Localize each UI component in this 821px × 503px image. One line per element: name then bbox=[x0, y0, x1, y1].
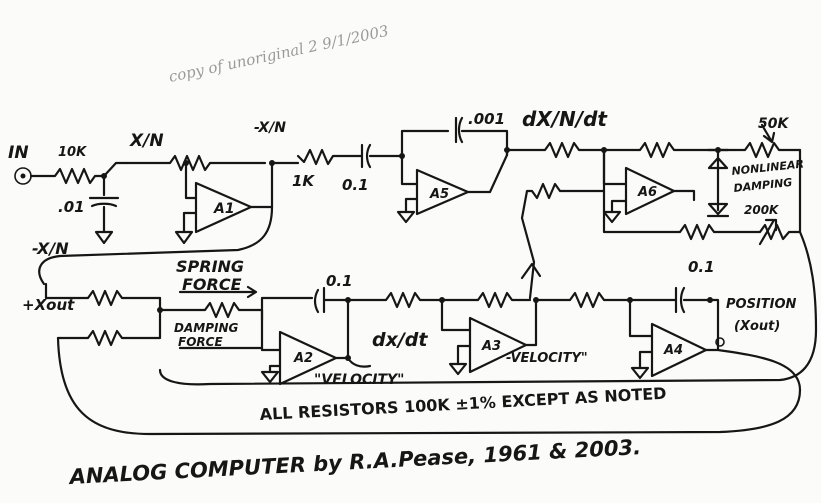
a5-to-a6-resistor bbox=[505, 141, 606, 159]
label-a5: A5 bbox=[429, 187, 449, 202]
upper-feedback-loop bbox=[158, 230, 818, 386]
pot-wiper-icon bbox=[760, 123, 776, 144]
spring-resistor bbox=[44, 289, 162, 307]
a6-bottom-resistor bbox=[602, 148, 747, 241]
label-minus-x-in-left: -X/N bbox=[32, 239, 69, 258]
input-section bbox=[14, 154, 267, 245]
ground-icon bbox=[396, 210, 416, 224]
input-jack-center bbox=[20, 173, 26, 179]
input-capacitor-01 bbox=[88, 174, 120, 234]
label-a1: A1 bbox=[213, 201, 235, 217]
label-damping-force-2: FORCE bbox=[178, 335, 223, 349]
resistor-200k bbox=[743, 223, 802, 241]
opamp-a1 bbox=[194, 181, 253, 234]
resistor-1k bbox=[296, 148, 364, 166]
a6-feedback-resistor bbox=[602, 141, 720, 159]
pot-50k bbox=[716, 141, 802, 159]
a3-feedback-resistor bbox=[440, 291, 532, 309]
label-spring: SPRING bbox=[176, 257, 244, 276]
label-c-01-top: 0.1 bbox=[342, 176, 369, 194]
minus-xin-feedback-wire bbox=[38, 205, 274, 286]
label-1k: 1K bbox=[292, 172, 315, 190]
label-minus-velocity: -VELOCITY" bbox=[506, 351, 588, 366]
xout-output-terminal bbox=[715, 337, 725, 347]
ground-icon bbox=[448, 362, 468, 376]
label-in: IN bbox=[8, 143, 29, 163]
label-c-001: .001 bbox=[468, 110, 505, 128]
label-200k: 200K bbox=[744, 203, 780, 217]
opamp-a4 bbox=[650, 322, 708, 378]
a4-input-resistor bbox=[534, 291, 632, 309]
arrow-icon bbox=[178, 285, 258, 299]
opamp-a3 bbox=[468, 316, 528, 374]
a1-input-resistor bbox=[124, 154, 267, 172]
position-feedback-loop bbox=[56, 336, 802, 436]
label-velocity: "VELOCITY" bbox=[314, 372, 404, 388]
ground-icon bbox=[602, 210, 622, 224]
diode-icon bbox=[706, 198, 730, 218]
summing-a2 bbox=[44, 286, 444, 386]
ground-icon bbox=[174, 230, 194, 245]
opamp-a6 bbox=[624, 166, 676, 216]
opamp-a5 bbox=[415, 168, 470, 216]
a2-to-a3-resistor bbox=[346, 291, 444, 309]
label-xout: (Xout) bbox=[734, 319, 780, 334]
damping-resistor bbox=[56, 296, 162, 347]
input-resistor-10k bbox=[29, 161, 128, 185]
pot-wiper-icon bbox=[758, 218, 778, 246]
label-position: POSITION bbox=[726, 297, 797, 312]
capacitor-0-1-top bbox=[360, 143, 404, 169]
differentiator-a5 bbox=[296, 116, 606, 224]
nonlinear-a6 bbox=[520, 123, 802, 300]
label-c-in: .01 bbox=[58, 198, 85, 216]
label-x-in: X/N bbox=[129, 131, 164, 151]
pencil-note: copy of unoriginal 2 9/1/2003 bbox=[167, 22, 390, 86]
capacitor-0-1-a4 bbox=[628, 286, 712, 314]
label-c-a4: 0.1 bbox=[688, 258, 715, 276]
capacitor-001-feedback bbox=[400, 116, 509, 158]
label-a4: A4 bbox=[663, 343, 683, 358]
capacitor-0-1-a2 bbox=[260, 286, 350, 322]
label-plus-xout: +Xout bbox=[22, 296, 75, 314]
label-damping: DAMPING bbox=[733, 176, 793, 195]
label-force: FORCE bbox=[182, 275, 242, 294]
damping-feedback-resistor bbox=[520, 182, 606, 300]
a1-inverter bbox=[38, 160, 300, 286]
label-all-resistors: ALL RESISTORS 100K ±1% EXCEPT AS NOTED bbox=[259, 384, 667, 424]
label-nonlinear: NONLINEAR bbox=[731, 157, 805, 178]
ground-icon bbox=[260, 370, 280, 384]
ground-icon bbox=[630, 366, 650, 380]
diode-icon bbox=[706, 148, 730, 202]
label-r-in: 10K bbox=[58, 145, 87, 160]
label-dx-dt: dx/dt bbox=[372, 329, 428, 351]
label-a6: A6 bbox=[637, 185, 657, 200]
label-dxin-dt: dX/N/dt bbox=[522, 107, 608, 131]
label-a2: A2 bbox=[293, 351, 313, 366]
title-analog-computer: ANALOG COMPUTER by R.A.Pease, 1961 & 200… bbox=[67, 435, 642, 489]
ground-icon bbox=[94, 230, 114, 245]
opamp-a2 bbox=[278, 330, 338, 386]
label-damping-force-1: DAMPING bbox=[174, 321, 238, 335]
integrator-a4 bbox=[534, 286, 725, 380]
arrow-icon bbox=[520, 262, 542, 280]
label-c-a2: 0.1 bbox=[326, 272, 353, 290]
label-minus-x-in-top: -X/N bbox=[254, 120, 286, 136]
label-pot-50k: 50K bbox=[758, 116, 789, 132]
label-a3: A3 bbox=[481, 339, 501, 354]
